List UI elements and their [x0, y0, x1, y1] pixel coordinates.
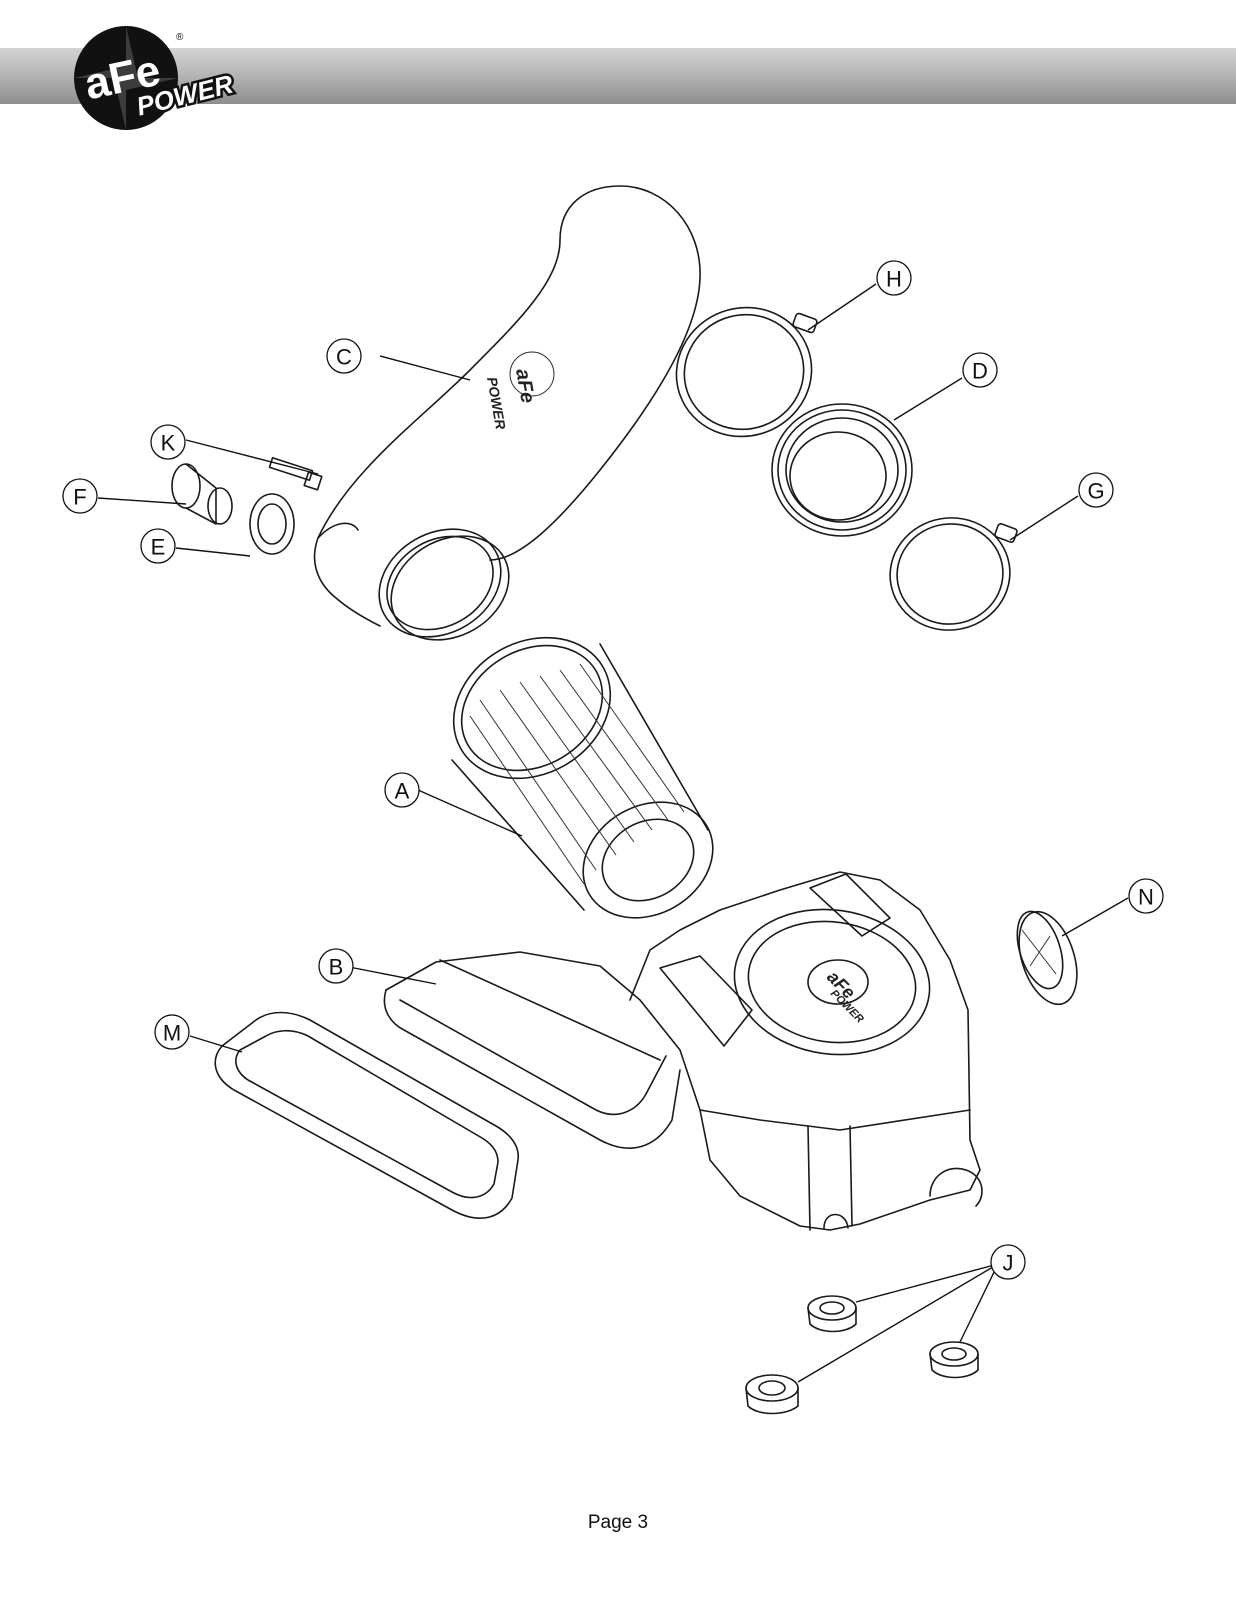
- callout-b-label: B: [329, 955, 344, 980]
- callout-b: B: [318, 948, 354, 984]
- callout-g-label: G: [1087, 479, 1104, 504]
- callout-h: H: [876, 260, 912, 296]
- part-h-hose-clamp: [675, 306, 818, 438]
- part-n-cap: [1016, 910, 1078, 1006]
- part-c-intake-tube: aFe POWER: [313, 185, 701, 641]
- callout-n: N: [1128, 878, 1164, 914]
- callout-e: E: [140, 528, 176, 564]
- callout-m-label: M: [163, 1021, 181, 1046]
- part-j-feet: [745, 1295, 979, 1415]
- page-number: Page 3: [587, 1512, 649, 1533]
- part-m-gasket: [214, 1011, 520, 1219]
- part-f-adapter: [171, 463, 233, 525]
- part-e-grommet: [249, 493, 295, 555]
- callout-f-label: F: [73, 485, 86, 510]
- callout-k-label: K: [161, 431, 176, 456]
- callout-g: G: [1078, 472, 1114, 508]
- callout-c-label: C: [336, 345, 352, 370]
- part-c-logo-sub: POWER: [484, 376, 509, 432]
- callout-n-label: N: [1138, 885, 1154, 910]
- callout-j: J: [990, 1244, 1026, 1280]
- callout-c: C: [326, 338, 362, 374]
- leader-lines: [97, 283, 1129, 1383]
- afe-power-logo: aFe POWER ®: [74, 26, 239, 130]
- callout-k: K: [150, 424, 186, 460]
- header-bar: [0, 48, 1236, 104]
- part-k-fitting: [268, 456, 323, 491]
- callout-d-label: D: [972, 359, 988, 384]
- part-a-air-filter: [451, 636, 714, 919]
- callout-j-label: J: [1003, 1251, 1014, 1276]
- part-b-air-box: aFe POWER: [383, 871, 983, 1231]
- callout-h-label: H: [886, 267, 902, 292]
- part-g-hose-clamp: [889, 517, 1018, 631]
- registered-mark: ®: [176, 32, 184, 43]
- callout-m: M: [154, 1014, 190, 1050]
- callout-d: D: [962, 352, 998, 388]
- callout-f: F: [62, 478, 98, 514]
- callout-a: A: [384, 772, 420, 808]
- part-d-coupler: [771, 403, 913, 537]
- part-c-logo-text: aFe: [511, 367, 539, 405]
- callout-a-label: A: [395, 779, 410, 804]
- callout-e-label: E: [151, 535, 166, 560]
